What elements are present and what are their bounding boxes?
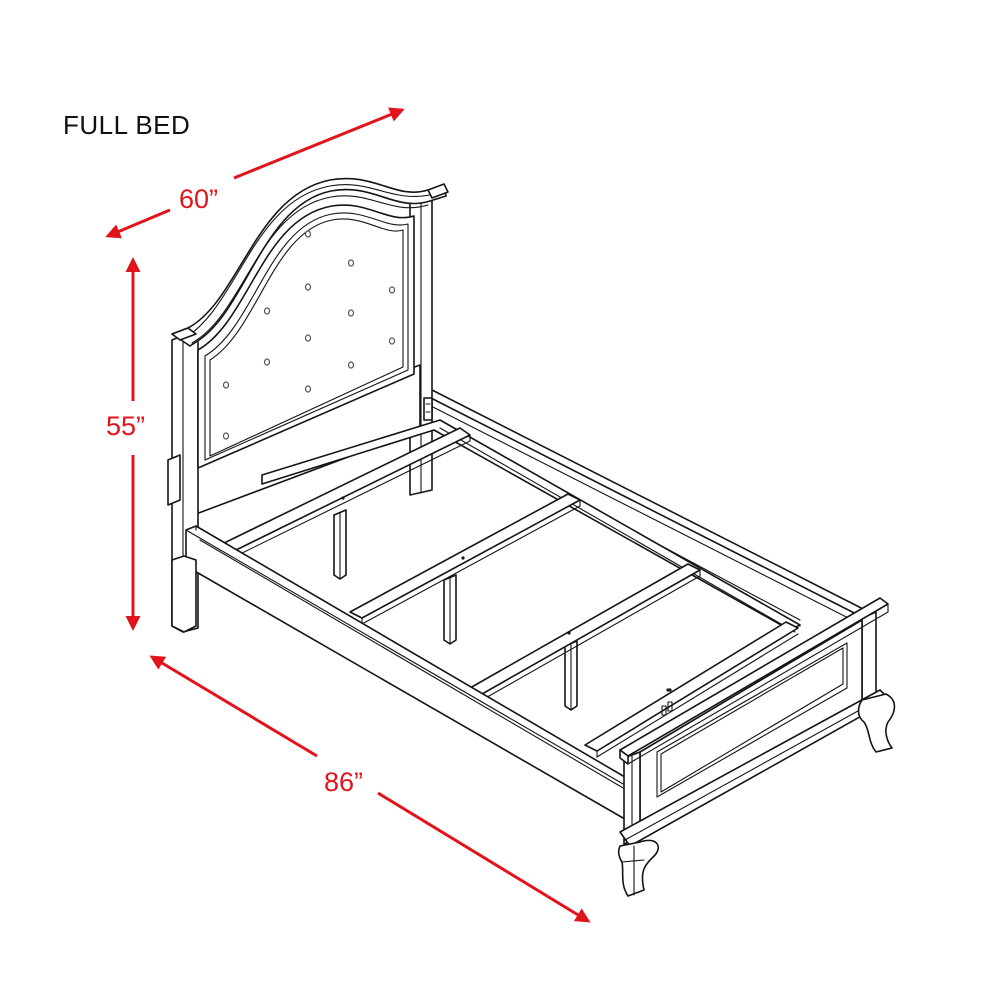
width-dimension-label: 60” xyxy=(177,184,221,214)
cross-slats xyxy=(219,427,799,758)
height-dimension-label: 55” xyxy=(104,411,148,441)
length-dimension-arrow xyxy=(149,655,591,923)
rail-bracket xyxy=(423,397,433,421)
footboard-right-foot xyxy=(857,693,896,753)
length-dimension-label: 86” xyxy=(322,767,366,797)
tufting-buttons xyxy=(222,230,396,440)
width-dimension-arrow xyxy=(105,107,405,239)
footboard-left-foot xyxy=(617,839,660,897)
left-side-rail xyxy=(185,525,631,823)
headboard xyxy=(167,177,449,633)
diagram-title: FULL BED xyxy=(63,110,191,140)
headboard-left-leg xyxy=(171,555,197,633)
footboard xyxy=(619,597,891,847)
center-support xyxy=(261,419,801,711)
